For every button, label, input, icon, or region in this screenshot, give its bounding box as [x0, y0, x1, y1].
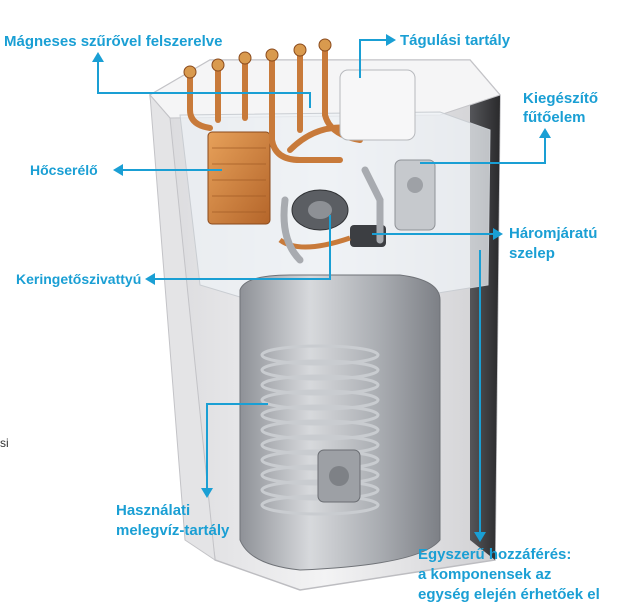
label-three-way-valve-2: szelep: [509, 245, 555, 262]
label-dhw-tank-2: melegvíz-tartály: [116, 522, 230, 539]
label-heat-exchanger: Hőcserélő: [30, 162, 98, 178]
label-three-way-valve-1: Háromjáratú: [509, 225, 598, 242]
pipe-fittings: [183, 38, 332, 79]
label-easy-access-3: egység elején érhetőek el: [418, 586, 600, 603]
label-circulation-pump: Keringetőszivattyú: [16, 271, 142, 287]
label-easy-access-1: Egyszerű hozzáférés:: [418, 546, 572, 563]
label-easy-access-2: a komponensek az: [418, 566, 552, 583]
label-backup-heater-1: Kiegészítő: [523, 90, 599, 107]
label-magnetic-filter: Mágneses szűrővel felszerelve: [4, 33, 223, 50]
callout-arrowheads: [92, 34, 551, 542]
label-backup-heater-2: fűtőelem: [523, 109, 586, 126]
backup-heater-shape: [394, 159, 436, 231]
label-expansion-tank: Tágulási tartály: [400, 32, 511, 49]
heat-exchanger-shape: [207, 131, 271, 225]
callout-lines: [97, 39, 546, 537]
label-dhw-tank-1: Használati: [116, 502, 191, 519]
expansion-tank-shape: [339, 69, 416, 141]
stray-text: si: [0, 436, 9, 450]
